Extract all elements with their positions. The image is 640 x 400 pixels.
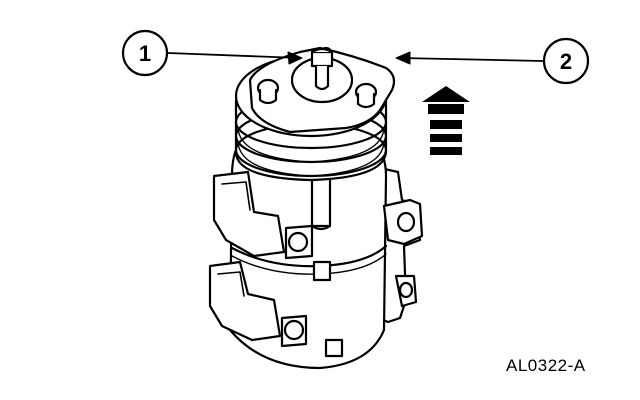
hub-bolt-right xyxy=(354,82,378,109)
callout-2: 2 xyxy=(395,37,590,85)
hub-bolt-left xyxy=(256,78,280,105)
upper-mounting-boss xyxy=(212,170,286,258)
callout-1: 1 xyxy=(121,29,303,77)
callout-1-label: 1 xyxy=(139,41,151,66)
callout-1-leader xyxy=(167,52,301,59)
up-arrow-icon xyxy=(422,86,470,155)
callout-2-leader xyxy=(399,57,544,62)
figure-id-label: AL0322-A xyxy=(506,356,586,375)
callout-2-arrowhead xyxy=(395,51,411,65)
shaft-nut xyxy=(310,47,334,91)
lower-mounting-boss xyxy=(208,260,282,342)
callout-1-arrowhead xyxy=(287,51,303,65)
compressor-illustration xyxy=(208,46,424,370)
callout-2-label: 2 xyxy=(560,49,572,74)
